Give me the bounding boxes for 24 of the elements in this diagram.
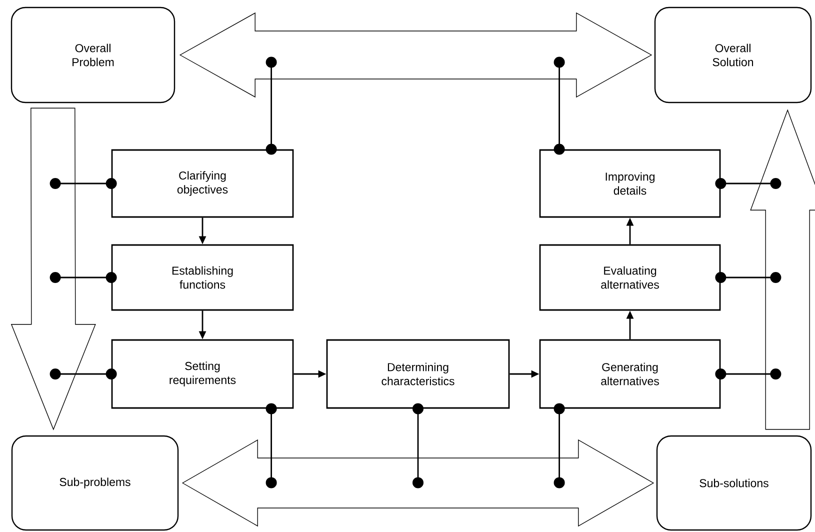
process-box: Clarifying objectives [111,149,294,218]
dot-connector [266,56,277,155]
process-box: Generating alternatives [539,339,721,409]
process-box: Establishing functions [111,244,294,311]
process-box: Improving details [539,149,721,218]
dot-connector [715,368,782,380]
rounded-box: Overall Solution [654,6,812,104]
dot-connector [412,403,424,488]
rounded-box: Sub-solutions [656,435,812,531]
process-box: Setting requirements [111,339,294,409]
dot-connector [715,178,782,189]
process-box: Evaluating alternatives [539,244,721,311]
dot-connector [554,56,565,155]
block-arrow [10,108,96,430]
dot-connector [266,403,277,488]
dot-connector [715,272,782,283]
rounded-box: Sub-problems [11,435,179,531]
dot-connector [50,178,117,189]
dot-connector [50,272,117,283]
block-arrow [750,109,815,430]
dot-connector [554,403,565,488]
process-box: Determining characteristics [326,339,510,409]
rounded-box: Overall Problem [10,6,176,104]
dot-connector [50,368,117,380]
